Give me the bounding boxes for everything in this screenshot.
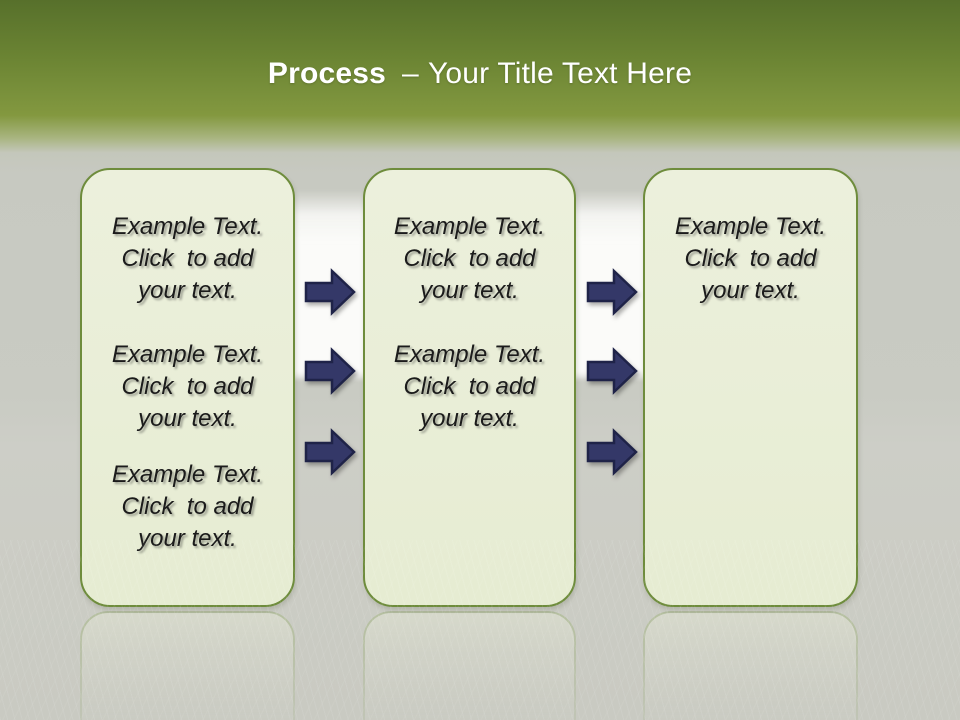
text-line: your text. bbox=[138, 525, 237, 552]
process-panel-2[interactable]: Example Text. Click to add your text. Ex… bbox=[363, 168, 576, 607]
title-placeholder-text: Your Title Text Here bbox=[427, 57, 693, 90]
title-keyword: Process bbox=[267, 57, 387, 90]
slide-header: Process–Your Title Text Here bbox=[0, 0, 960, 120]
right-block-arrow-icon bbox=[586, 428, 638, 476]
text-line: Click to add bbox=[121, 493, 254, 520]
text-line: Example Text. bbox=[111, 213, 264, 240]
right-block-arrow-icon bbox=[586, 268, 638, 316]
text-line: your text. bbox=[420, 405, 519, 432]
title-separator: – bbox=[402, 57, 419, 90]
text-placeholder[interactable]: Example Text. Click to add your text. bbox=[653, 211, 848, 307]
text-line: Example Text. bbox=[674, 213, 827, 240]
panel-reflection bbox=[363, 611, 576, 720]
text-line: Example Text. bbox=[111, 341, 264, 368]
text-placeholder[interactable]: Example Text. Click to add your text. bbox=[90, 459, 285, 555]
text-line: Example Text. bbox=[393, 213, 546, 240]
text-line: Click to add bbox=[403, 245, 536, 272]
text-line: Click to add bbox=[684, 245, 817, 272]
text-placeholder[interactable]: Example Text. Click to add your text. bbox=[373, 339, 566, 435]
panel-reflection bbox=[80, 611, 295, 720]
text-line: Example Text. bbox=[111, 461, 264, 488]
process-panel-1[interactable]: Example Text. Click to add your text. Ex… bbox=[80, 168, 295, 607]
text-line: Example Text. bbox=[393, 341, 546, 368]
right-block-arrow-icon bbox=[586, 347, 638, 395]
text-line: Click to add bbox=[403, 373, 536, 400]
right-block-arrow-icon bbox=[304, 347, 356, 395]
text-line: your text. bbox=[420, 277, 519, 304]
text-placeholder[interactable]: Example Text. Click to add your text. bbox=[90, 339, 285, 435]
right-block-arrow-icon bbox=[304, 268, 356, 316]
process-panel-3[interactable]: Example Text. Click to add your text. bbox=[643, 168, 858, 607]
panel-reflection bbox=[643, 611, 858, 720]
right-block-arrow-icon bbox=[304, 428, 356, 476]
text-placeholder[interactable]: Example Text. Click to add your text. bbox=[373, 211, 566, 307]
text-line: Click to add bbox=[121, 245, 254, 272]
slide-title[interactable]: Process–Your Title Text Here bbox=[0, 0, 960, 93]
text-line: your text. bbox=[138, 277, 237, 304]
text-line: Click to add bbox=[121, 373, 254, 400]
text-line: your text. bbox=[138, 405, 237, 432]
text-placeholder[interactable]: Example Text. Click to add your text. bbox=[90, 211, 285, 307]
text-line: your text. bbox=[701, 277, 800, 304]
